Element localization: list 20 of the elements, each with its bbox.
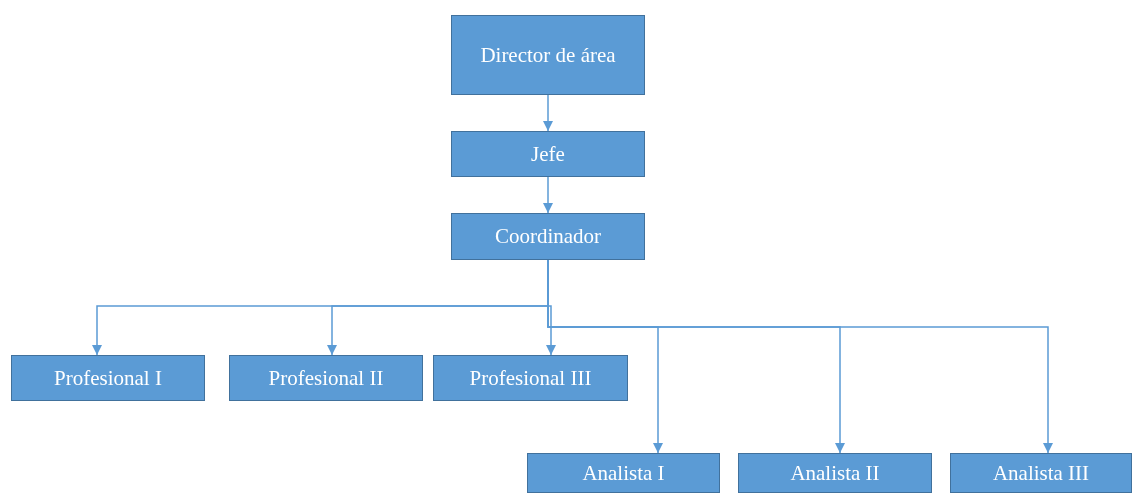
org-box — [11, 355, 205, 401]
org-box — [527, 453, 720, 493]
role-label: Profesional I — [54, 364, 162, 392]
role-label: Jefe — [531, 140, 565, 168]
org-box — [451, 131, 645, 177]
role-label: Coordinador — [494, 223, 602, 251]
role-label: Analista I — [582, 459, 665, 487]
connector-arrow — [542, 94, 554, 132]
role-label: Profesional III — [469, 364, 592, 392]
org-box — [950, 453, 1132, 493]
role-label: Profesional II — [268, 364, 384, 392]
org-box — [738, 453, 932, 493]
role-label: Analista III — [992, 459, 1090, 487]
connector-arrow — [542, 176, 554, 214]
org-box — [451, 15, 645, 95]
org-box — [433, 355, 628, 401]
role-label: Director de área — [480, 41, 616, 69]
role-label: Analista II — [790, 459, 880, 487]
org-box — [229, 355, 423, 401]
org-box — [451, 213, 645, 260]
